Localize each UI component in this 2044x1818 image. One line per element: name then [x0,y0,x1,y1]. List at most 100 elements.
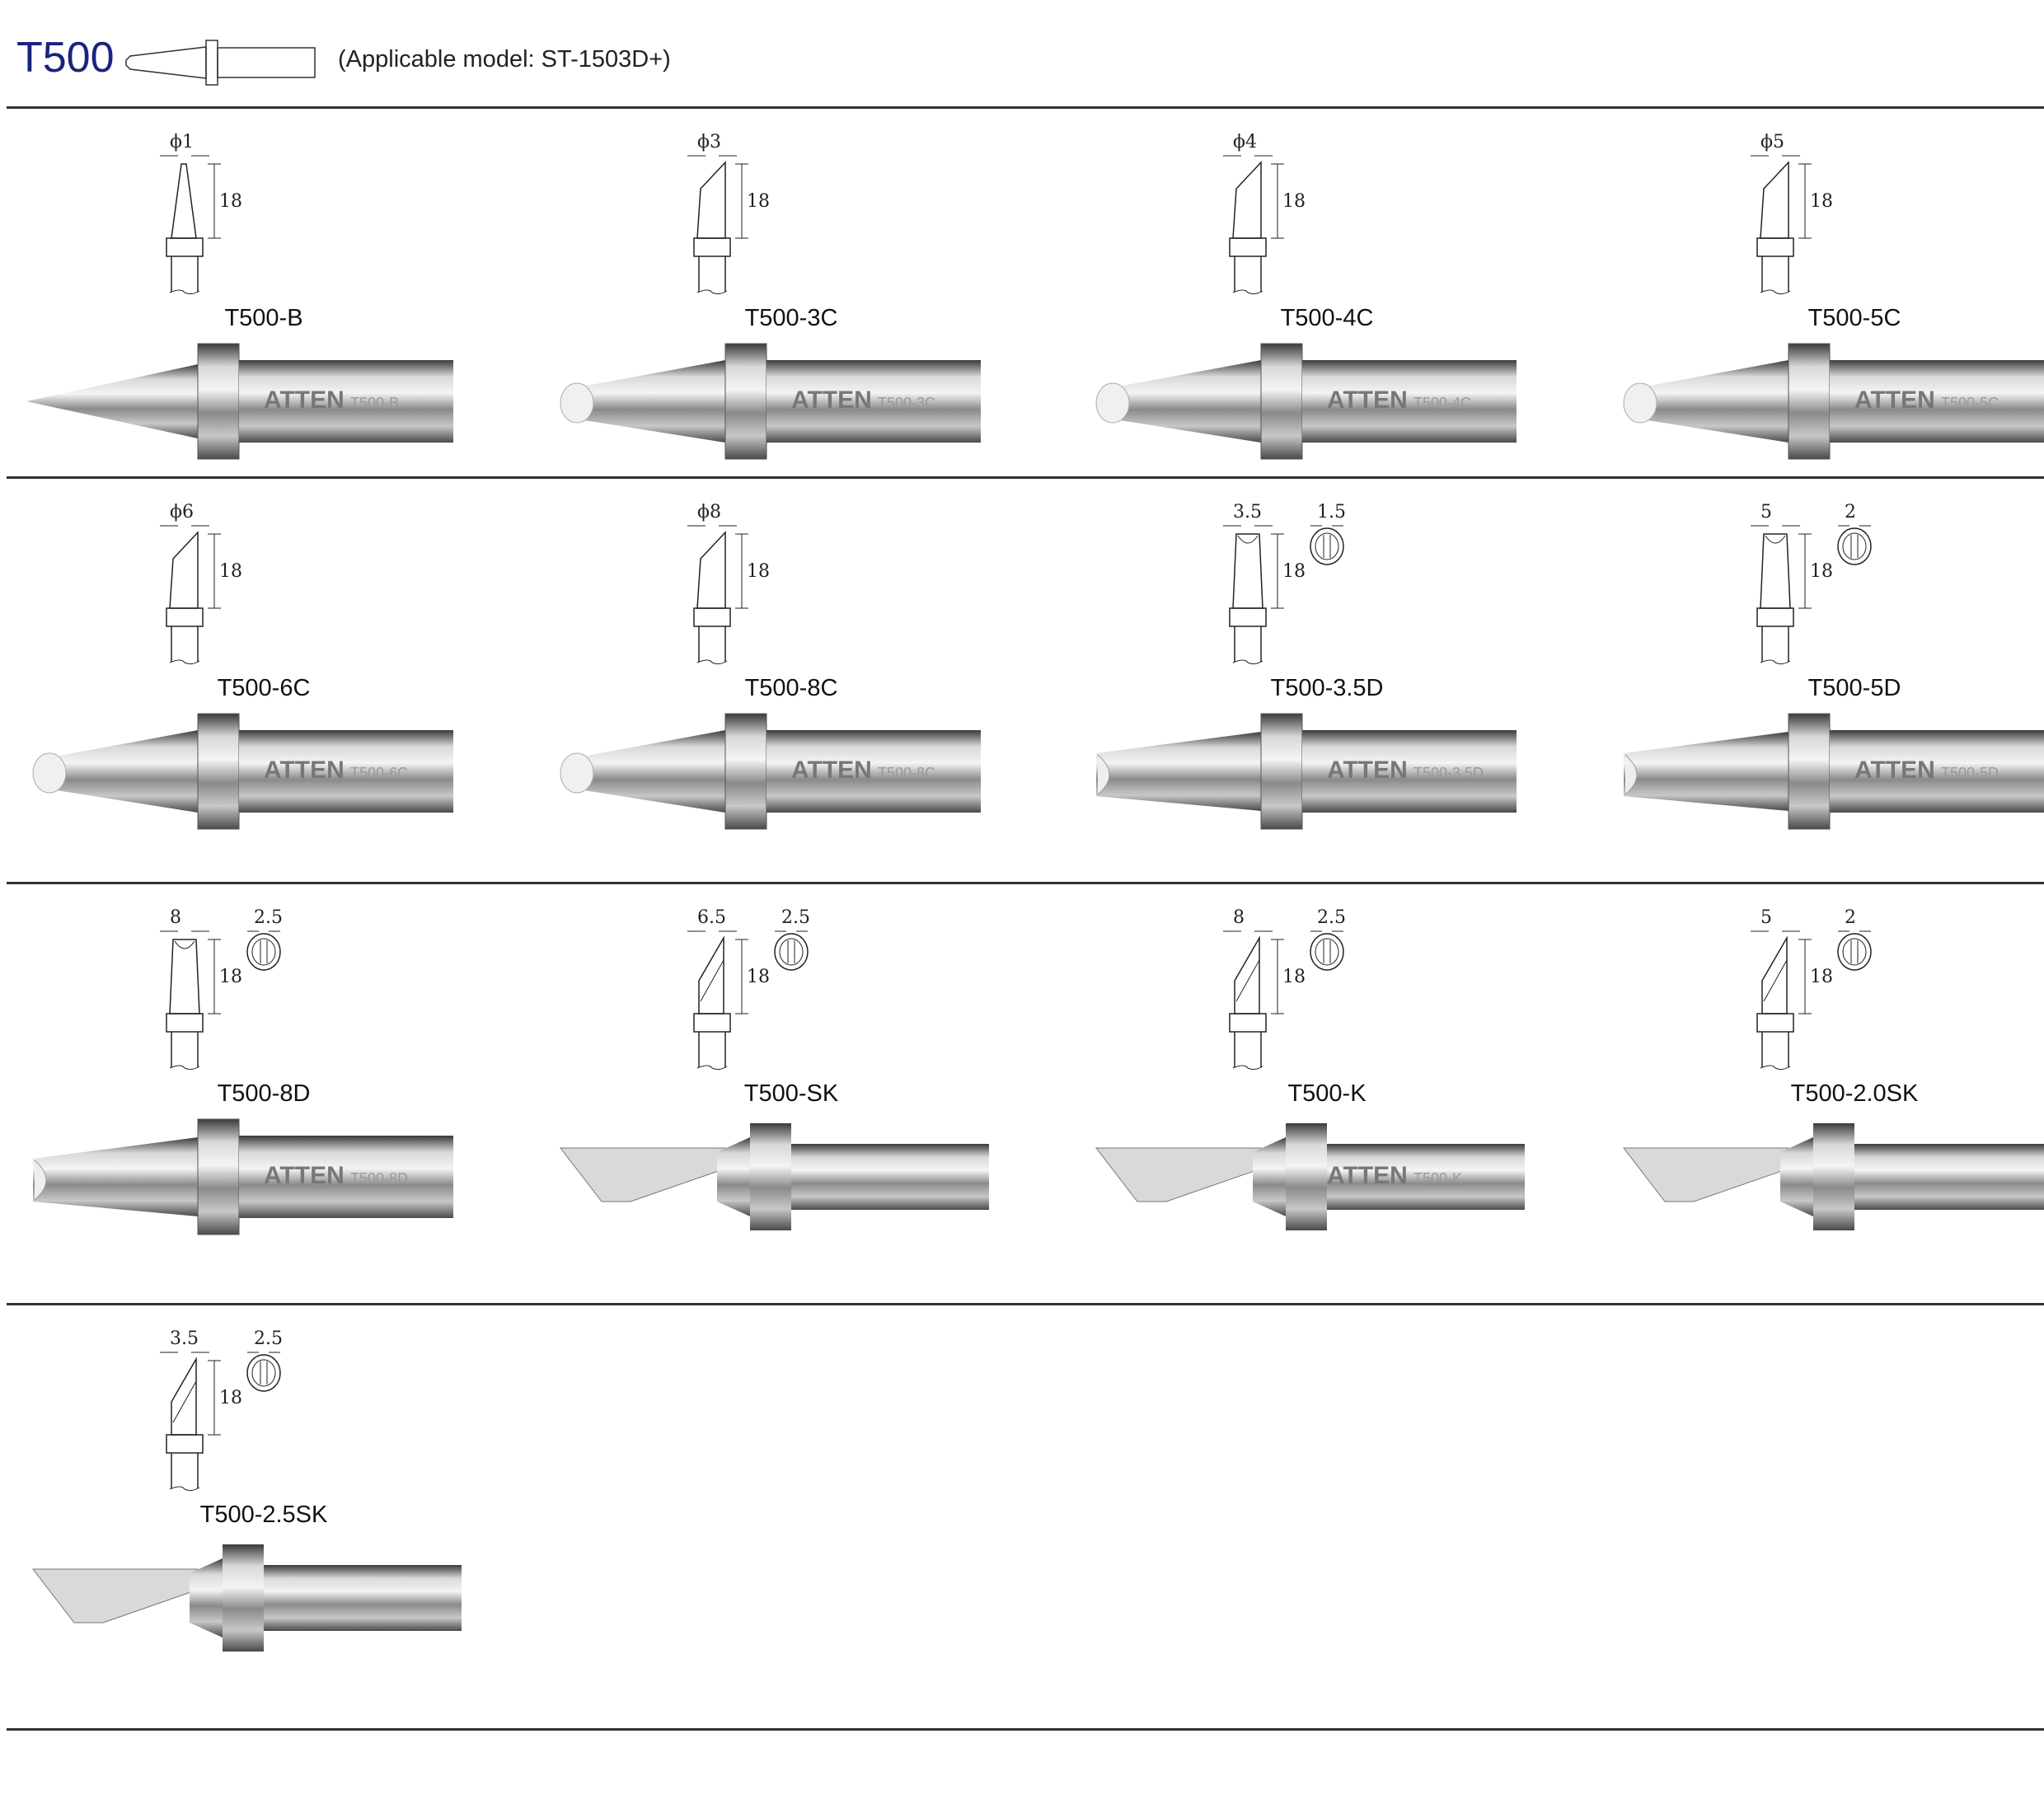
tip-model-label: T500-SK [743,1080,839,1107]
model-engraving: T500-6C [350,765,408,781]
tip-model-label: T500-2.0SK [1790,1080,1919,1107]
tip-dimension-drawing: 18 ϕ6 [160,502,242,665]
tip-model-label: T500-K [1287,1080,1367,1107]
tip-model-label: T500-3C [744,305,838,331]
width-dimension: ϕ8 [697,502,721,522]
width-dimension: 6.5 [697,907,726,928]
width-dimension: ϕ6 [170,502,194,522]
divider [7,106,2044,109]
brand-engraving: ATTEN [1854,757,1935,784]
width-dimension: 3.5 [170,1328,199,1349]
brand-engraving: ATTEN [791,387,872,414]
tip-dimension-drawing: 18 8 2.5 [1223,907,1346,1071]
width-dimension: 8 [170,907,181,928]
thickness-dimension: 2.5 [781,907,810,928]
model-engraving: T500-5D [1941,765,1999,781]
length-dimension: 18 [1810,967,1833,987]
tip-dimension-drawing: 18 ϕ1 [160,132,242,295]
applicable-model: (Applicable model: ST-1503D+) [338,46,671,73]
width-dimension: ϕ4 [1233,132,1257,152]
length-dimension: 18 [1282,967,1306,987]
model-engraving: T500-B [350,395,399,411]
length-dimension: 18 [1810,191,1833,212]
length-dimension: 18 [747,561,770,582]
thickness-dimension: 2 [1845,907,1856,928]
tip-model-label: T500-8D [217,1080,311,1107]
width-dimension: 8 [1233,907,1245,928]
tip-model-label: T500-3.5D [1270,675,1384,701]
tip-product-photo [559,1123,989,1230]
tip-product-photo: ATTEN T500-3.5D [1096,713,1517,830]
width-dimension: ϕ5 [1760,132,1784,152]
brand-engraving: ATTEN [1854,387,1935,414]
width-dimension: ϕ3 [697,132,721,152]
thickness-dimension: 1.5 [1317,502,1346,522]
length-dimension: 18 [747,191,770,212]
length-dimension: 18 [219,1388,242,1408]
tip-outline-icon [125,40,316,86]
tip-dimension-drawing: 18 6.5 2.5 [687,907,810,1071]
brand-engraving: ATTEN [1327,387,1408,414]
brand-engraving: ATTEN [264,387,345,414]
divider [7,1728,2044,1731]
tip-model-label: T500-5C [1807,305,1901,331]
tip-model-label: T500-4C [1280,305,1374,331]
thickness-dimension: 2.5 [1317,907,1346,928]
tip-product-photo: ATTEN T500-3C [560,343,981,460]
length-dimension: 18 [219,967,242,987]
model-engraving: T500-K [1413,1170,1462,1187]
length-dimension: 18 [1810,561,1833,582]
brand-engraving: ATTEN [1327,1162,1408,1189]
length-dimension: 18 [1282,561,1306,582]
length-dimension: 18 [747,967,770,987]
tip-product-photo: ATTEN T500-4C [1095,343,1517,460]
length-dimension: 18 [219,191,242,212]
tip-model-label: T500-2.5SK [199,1502,328,1528]
tip-product-photo: ATTEN T500-K [1095,1123,1525,1230]
tip-model-label: T500-6C [217,675,311,701]
width-dimension: 5 [1760,907,1772,928]
divider [7,476,2044,479]
width-dimension: ϕ1 [170,132,194,152]
tip-product-photo: ATTEN T500-6C [32,713,453,830]
tip-model-label: T500-8C [744,675,838,701]
tip-product-photo: ATTEN T500-5D [1624,713,2044,830]
tip-product-photo: ATTEN T500-B [26,343,453,460]
brand-engraving: ATTEN [264,1162,345,1189]
model-engraving: T500-3C [878,395,935,411]
width-dimension: 5 [1760,502,1772,522]
width-dimension: 3.5 [1233,502,1262,522]
series-title: T500 [16,34,115,82]
brand-engraving: ATTEN [264,757,345,784]
tip-model-label: T500-B [224,305,303,331]
model-engraving: T500-8C [878,765,935,781]
tip-product-photo [31,1544,462,1652]
tip-model-label: T500-5D [1807,675,1901,701]
model-engraving: T500-4C [1413,395,1471,411]
tip-dimension-drawing: 18 ϕ3 [687,132,770,295]
thickness-dimension: 2 [1845,502,1856,522]
model-engraving: T500-3.5D [1413,765,1484,781]
brand-engraving: ATTEN [1327,757,1408,784]
length-dimension: 18 [219,561,242,582]
tip-product-photo [1622,1123,2044,1230]
